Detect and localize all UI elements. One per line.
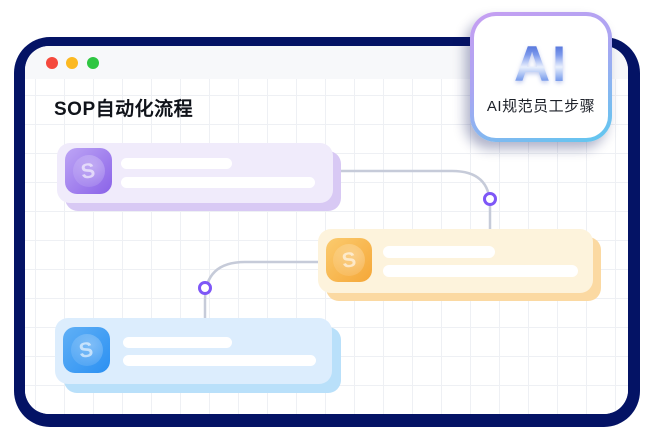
maximize-button[interactable] — [87, 57, 99, 69]
ai-badge-inner: AI AI规范员工步骤 — [474, 16, 608, 138]
connector-node[interactable] — [483, 192, 497, 206]
sop-step-card-2[interactable]: S — [318, 229, 593, 293]
ai-badge-card: AI AI规范员工步骤 — [470, 12, 612, 142]
connector-node[interactable] — [198, 281, 212, 295]
close-button[interactable] — [46, 57, 58, 69]
placeholder-text-line — [383, 246, 495, 258]
step-3-icon: S — [63, 327, 110, 373]
step-1-icon: S — [65, 148, 112, 194]
placeholder-text-line — [121, 158, 232, 169]
placeholder-text-line — [121, 177, 315, 188]
minimize-button[interactable] — [66, 57, 78, 69]
placeholder-text-line — [123, 337, 232, 348]
ai-logo-text: AI — [514, 35, 568, 92]
coin-s-icon: S — [70, 334, 103, 366]
coin-s-icon: S — [72, 155, 105, 187]
coin-s-icon: S — [333, 244, 365, 276]
sop-step-card-1[interactable]: S — [57, 143, 333, 203]
placeholder-text-line — [123, 355, 316, 366]
step-2-icon: S — [326, 238, 372, 282]
page-title: SOP自动化流程 — [54, 99, 194, 120]
sop-step-card-3[interactable]: S — [55, 318, 332, 384]
ai-badge-caption: AI规范员工步骤 — [486, 97, 596, 115]
placeholder-text-line — [383, 265, 578, 277]
